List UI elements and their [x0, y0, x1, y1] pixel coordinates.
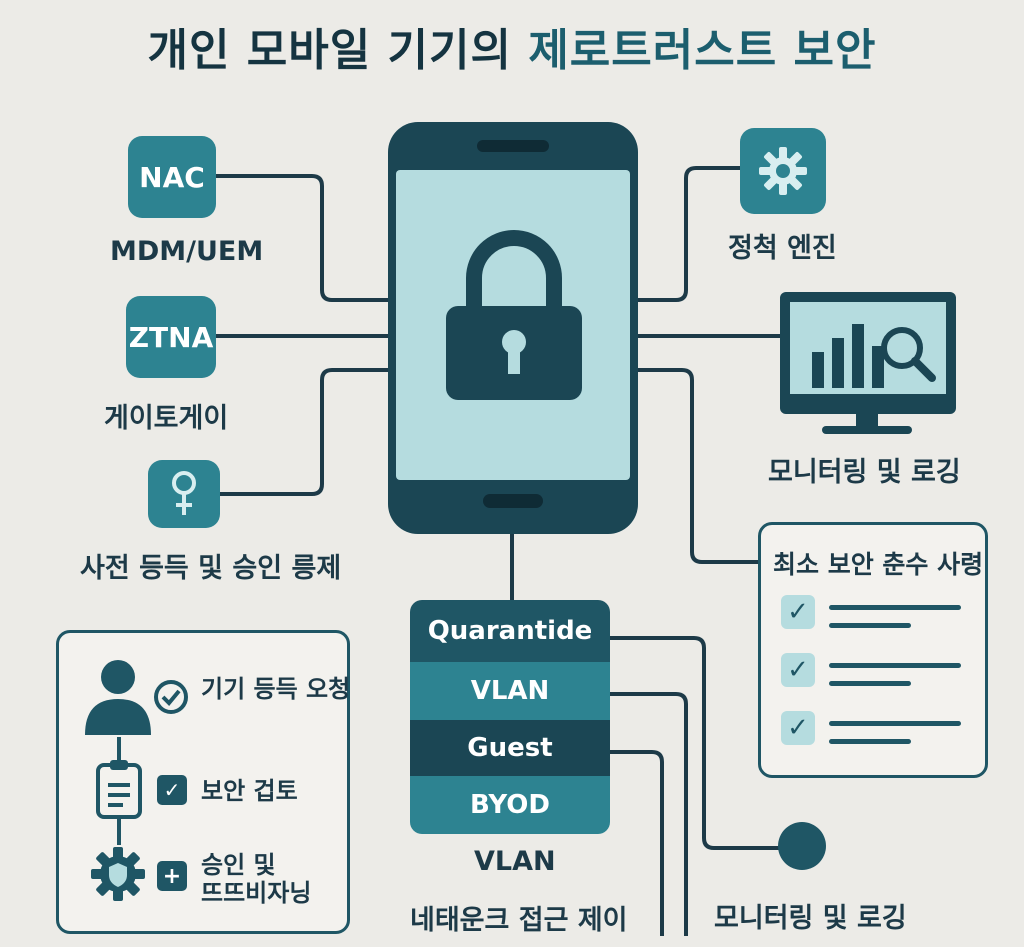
ztna-tile-label: ZTNA: [128, 320, 214, 354]
plus-box-icon: +: [157, 861, 187, 891]
check-circle-icon: [154, 680, 188, 714]
step-approval-line2: 뜨뜨비자닝: [201, 879, 312, 907]
band-quarantine-label: Quarantide: [427, 616, 593, 646]
gear-shield-icon: [91, 847, 145, 901]
band-byod: BYOD: [410, 776, 610, 834]
gateway-label: 게이토게이: [104, 403, 229, 434]
bottom-monitoring-label: 모니터링 및 로깅: [714, 903, 907, 934]
step-device-request: 기기 등득 오청: [201, 675, 351, 703]
connector: [117, 819, 121, 845]
checklist-line: [829, 605, 961, 610]
ztna-tile: ZTNA: [126, 296, 216, 378]
checklist-line: [829, 623, 911, 628]
checklist-line: [829, 739, 911, 744]
nac-tile: NAC: [128, 136, 216, 218]
monitoring-node: [778, 822, 826, 870]
clipboard-icon: [96, 760, 142, 819]
checklist-panel: 최소 보안 춘수 사령 ✓ ✓ ✓: [758, 522, 988, 778]
phone-screen: [396, 170, 630, 480]
monitor-stand: [856, 414, 878, 428]
lock-icon: [446, 230, 582, 400]
page-title: 개인 모바일 기기의 제로트러스트 보안: [0, 14, 1024, 78]
vlan-label: VLAN: [474, 846, 556, 877]
checklist-line: [829, 681, 911, 686]
step-security-review: 보안 겁토: [201, 777, 298, 805]
band-vlan: VLAN: [410, 662, 610, 720]
checkbox-icon: ✓: [781, 653, 815, 687]
registration-label: 사전 등득 및 승인 릉제: [80, 553, 342, 584]
checkbox-icon: ✓: [781, 595, 815, 629]
gear-icon: [759, 147, 807, 195]
band-guest-label: Guest: [467, 733, 553, 763]
registration-tile: [148, 460, 220, 528]
checklist-line: [829, 663, 961, 668]
band-quarantine: Quarantide: [410, 600, 610, 662]
band-guest: Guest: [410, 720, 610, 776]
policy-engine-tile: [740, 128, 826, 214]
step-approval-line1: 승인 및: [201, 851, 276, 879]
mdm-uem-label: MDM/UEM: [110, 236, 264, 267]
monitoring-label: 모니터링 및 로깅: [768, 457, 961, 488]
smartphone: [388, 122, 638, 534]
band-byod-label: BYOD: [470, 790, 550, 820]
title-accent: 제로트러스트 보안: [528, 25, 877, 76]
phone-home-button: [483, 494, 543, 508]
check-box-icon: ✓: [157, 775, 187, 805]
checklist-title: 최소 보안 춘수 사령: [773, 550, 984, 579]
process-panel: 기기 등득 오청 ✓ 보안 겁토 + 승인 및 뜨뜨비자닝: [56, 630, 350, 934]
chart-search-icon: [812, 324, 936, 388]
phone-speaker: [477, 140, 549, 152]
band-vlan-label: VLAN: [470, 676, 550, 706]
monitor-base: [822, 426, 912, 434]
checklist-line: [829, 721, 961, 726]
monitor-screen: [790, 302, 946, 394]
network-access-label: 네태운크 접근 제이: [410, 905, 628, 936]
checkbox-icon: ✓: [781, 711, 815, 745]
person-key-icon: [172, 471, 196, 515]
connector: [117, 737, 121, 761]
nac-tile-label: NAC: [139, 160, 205, 194]
title-main: 개인 모바일 기기의: [147, 25, 512, 76]
policy-engine-label: 정척 엔진: [728, 233, 837, 264]
monitor: [780, 292, 956, 414]
user-icon: [85, 660, 151, 735]
